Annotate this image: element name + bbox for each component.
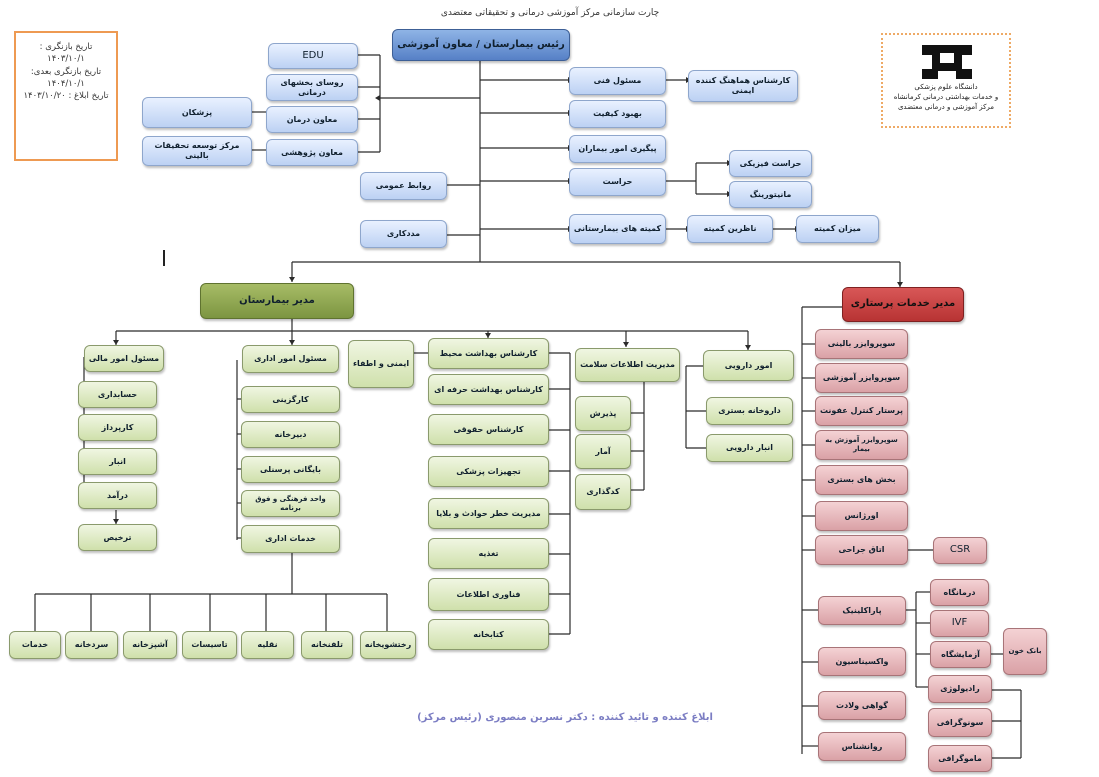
laboratory-box: آزمایشگاه: [930, 641, 991, 668]
medical-equipment-box: تجهیزات پزشکی: [428, 456, 549, 487]
personnel-box: کارگزینی: [241, 386, 340, 413]
emergency-box: اورژانس: [815, 501, 908, 531]
logo-line-1: دانشگاه علوم پزشکی: [914, 83, 978, 91]
university-logo-icon: [922, 45, 972, 79]
technical-officer-box: مسئول فنی: [569, 67, 666, 95]
safety-expert-box: کارشناس هماهنگ کننده ایمنی: [688, 70, 798, 102]
it-box: فناوری اطلاعات: [428, 578, 549, 611]
library-box: کتابخانه: [428, 619, 549, 650]
text-cursor: [163, 250, 165, 266]
service-laundry-box: رختشویخانه: [360, 631, 416, 659]
discharge-box: ترخیص: [78, 524, 157, 551]
logo-line-3: مرکز آموزشی و درمانی معتضدی: [897, 102, 995, 111]
coding-box: کدگذاری: [575, 474, 631, 510]
committee-supervisors-box: ناظرین کمیته: [687, 215, 773, 243]
sonography-box: سونوگرافی: [928, 708, 992, 737]
ivf-box: IVF: [930, 610, 989, 637]
health-info-head-box: مدیریت اطلاعات سلامت: [575, 348, 680, 382]
disaster-risk-box: مدیریت خطر حوادث و بلایا: [428, 498, 549, 529]
inpatient-pharmacy-box: داروخانه بستری: [706, 397, 793, 425]
income-box: درآمد: [78, 482, 157, 509]
clinical-heads-box: روسای بخشهای درمانی: [266, 74, 358, 101]
hospital-manager-box: مدیر بیمارستان: [200, 283, 354, 319]
radiology-box: رادیولوژی: [928, 675, 992, 703]
admin-services-box: خدمات اداری: [241, 525, 340, 553]
cultural-unit-box: واحد فرهنگی و فوق برنامه: [241, 490, 340, 517]
nursing-director-box: مدیر خدمات پرستاری: [842, 287, 964, 322]
birth-certificate-box: گواهی ولادت: [818, 691, 906, 720]
operating-room-box: اتاق جراحی: [815, 535, 908, 565]
hospital-head-box: رئیس بیمارستان / معاون آموزشی: [392, 29, 570, 61]
nutrition-box: تغذیه: [428, 538, 549, 569]
logo-line-2: و خدمات بهداشتی درمانی کرمانشاه: [893, 92, 999, 101]
warehouse-box: انبار: [78, 448, 157, 475]
pharmacy-head-box: امور دارویی: [703, 350, 794, 381]
hospital-committees-box: کمیته های بیمارستانی: [569, 214, 666, 244]
approval-caption: ابلاغ کننده و تائید کننده : دکتر نسرین م…: [417, 712, 713, 723]
admin-head-box: مسئول امور اداری: [242, 345, 339, 373]
patient-followup-box: پیگیری امور بیماران: [569, 135, 666, 163]
blood-bank-box: بانک خون: [1003, 628, 1047, 675]
clinic-box: درمانگاه: [930, 579, 989, 606]
secretariat-box: دبیرخانه: [241, 421, 340, 448]
mammography-box: ماموگرافی: [928, 745, 992, 772]
service-services-box: خدمات: [9, 631, 61, 659]
service-kitchen-box: آشپزخانه: [123, 631, 177, 659]
infection-control-box: پرستار کنترل عفونت: [815, 396, 908, 426]
personnel-archive-box: بایگانی پرسنلی: [241, 456, 340, 483]
physical-security-box: حراست فیزیکی: [729, 150, 812, 177]
fire-safety-box: ایمنی و اطفاء: [348, 340, 414, 388]
csr-box: CSR: [933, 537, 987, 564]
notify-date: تاریخ ابلاغ : ۱۴۰۳/۱۰/۲۰: [23, 91, 109, 102]
security-box: حراست: [569, 168, 666, 196]
public-relations-box: روابط عمومی: [360, 172, 447, 200]
committee-host-box: میزان کمیته: [796, 215, 879, 243]
service-telephone-box: تلفنخانه: [301, 631, 353, 659]
purchaser-box: کارپرداز: [78, 414, 157, 441]
education-supervisor-box: سوپروایزر آموزشی: [815, 363, 908, 393]
date-info-box: تاریخ بازنگری : ۱۴۰۳/۱۰/۱ تاریخ بازنگری …: [14, 31, 118, 161]
inpatient-wards-box: بخش های بستری: [815, 465, 908, 495]
finance-head-box: مسئول امور مالی: [84, 345, 164, 372]
social-work-box: مددکاری: [360, 220, 447, 248]
chart-title: چارت سازمانی مرکز آموزشی درمانی و تحقیقا…: [440, 8, 660, 18]
patient-education-supervisor-box: سوپروایزر آموزش به بیمار: [815, 430, 908, 460]
env-health-expert-box: کارشناس بهداشت محیط: [428, 338, 549, 369]
monitoring-box: مانیتورینگ: [729, 181, 812, 208]
treatment-deputy-box: معاون درمان: [266, 106, 358, 133]
service-transport-box: نقلیه: [241, 631, 294, 659]
clinical-supervisor-box: سوپروایزر بالینی: [815, 329, 908, 359]
legal-expert-box: کارشناس حقوقی: [428, 414, 549, 445]
service-morgue-box: سردخانه: [65, 631, 118, 659]
research-center-box: مرکز توسعه تحقیقات بالینی: [142, 136, 252, 166]
admission-box: پذیرش: [575, 396, 631, 431]
doctors-box: پزشکان: [142, 97, 252, 128]
research-deputy-box: معاون پژوهشی: [266, 139, 358, 166]
service-facilities-box: تاسیسات: [182, 631, 237, 659]
drug-warehouse-box: انبار دارویی: [706, 434, 793, 462]
review-date: تاریخ بازنگری : ۱۴۰۳/۱۰/۱: [39, 42, 93, 65]
university-logo-box: دانشگاه علوم پزشکی و خدمات بهداشتی درمان…: [881, 33, 1011, 128]
accounting-box: حسابداری: [78, 381, 157, 408]
quality-improvement-box: بهبود کیفیت: [569, 100, 666, 128]
vaccination-box: واکسیناسیون: [818, 647, 906, 676]
paraclinic-box: پاراکلینیک: [818, 596, 906, 625]
psychologist-box: روانشناس: [818, 732, 906, 761]
next-review-date: تاریخ بازنگری بعدی: ۱۴۰۴/۱۰/۱: [30, 66, 102, 89]
statistics-box: آمار: [575, 434, 631, 469]
occupational-health-expert-box: کارشناس بهداشت حرفه ای: [428, 374, 549, 405]
edu-box: EDU: [268, 43, 358, 69]
